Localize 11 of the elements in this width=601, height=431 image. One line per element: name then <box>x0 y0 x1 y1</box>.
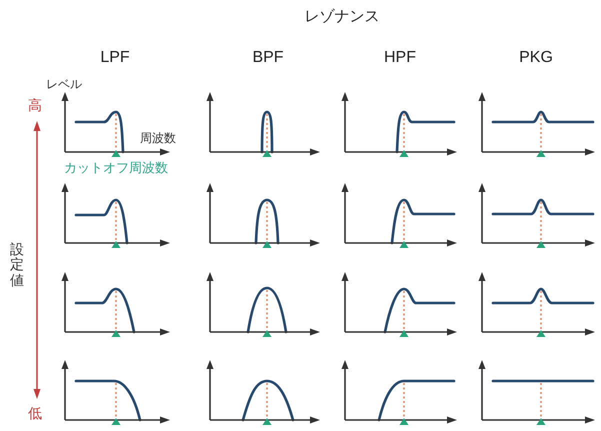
column-heading: HPF <box>384 48 416 68</box>
cutoff-label: カットオフ周波数 <box>64 160 168 175</box>
scale-label: 低 <box>28 405 42 421</box>
axis-label: レベル <box>46 77 82 91</box>
diagram-title: レゾナンス <box>304 8 380 26</box>
axis-label: 周波数 <box>140 131 176 145</box>
scale-title: 設定値 <box>10 242 24 288</box>
scale-label: 高 <box>28 97 42 113</box>
column-heading: BPF <box>252 48 284 68</box>
column-heading: LPF <box>100 48 130 68</box>
column-heading: PKG <box>519 48 553 68</box>
